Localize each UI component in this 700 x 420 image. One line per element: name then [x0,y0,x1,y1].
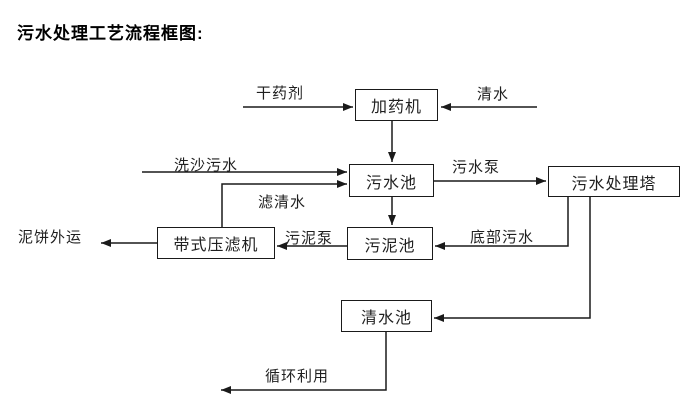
label-sewage-pump: 污水泵 [452,159,501,176]
arrow-filtered-water-press-to-sewage-pool [221,180,347,227]
node-clean-water-pool: 清水池 [341,300,432,332]
node-sludge-pool: 污泥池 [347,227,433,260]
label-mud-cake-out: 泥饼外运 [18,229,83,246]
label-filtered-water: 滤清水 [258,194,307,211]
label-clean-water: 清水 [477,86,510,103]
arrow-tower-to-clean-water-pool [434,197,591,322]
label-sand-wash-sewage: 洗沙污水 [174,157,239,174]
node-treatment-tower: 污水处理塔 [548,166,680,197]
node-sewage-pool: 污水池 [349,164,434,197]
label-sludge-pump: 污泥泵 [285,230,334,247]
arrow-clean-water-pool-to-recycle [221,332,387,394]
label-bottom-sewage: 底部污水 [470,229,535,246]
node-belt-filter-press: 带式压滤机 [157,227,275,259]
label-dry-agent: 干药剂 [256,85,305,102]
arrow-bottom-sewage-tower-to-sludge-pool [435,197,569,250]
label-recycle-use: 循环利用 [265,368,330,385]
diagram-title: 污水处理工艺流程框图: [17,24,204,43]
node-dosing-machine: 加药机 [355,89,438,121]
